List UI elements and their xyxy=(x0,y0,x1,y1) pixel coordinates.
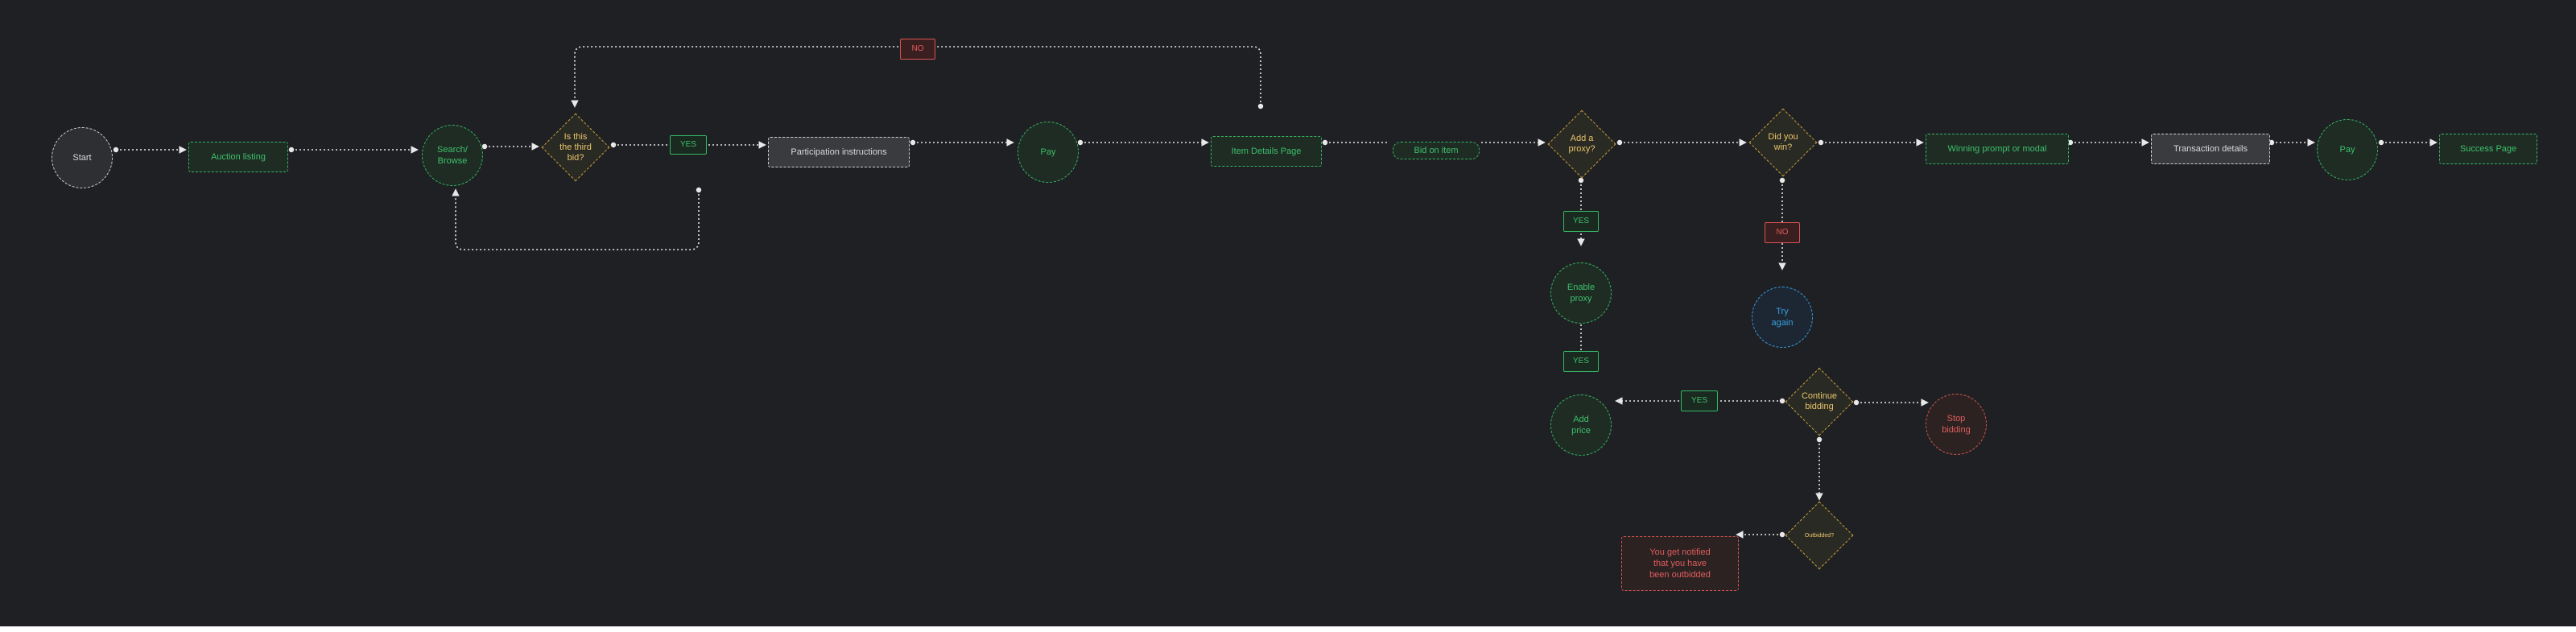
enable-proxy-node: Enable proxy xyxy=(1550,262,1612,324)
enable-proxy-label: Enable proxy xyxy=(1567,283,1596,304)
third-bid-label: Is this the third bid? xyxy=(559,131,592,163)
try-again-label: Try again xyxy=(1771,307,1794,328)
yes-tag-continue-label: YES xyxy=(1690,396,1707,405)
no-tag-third-bid: NO xyxy=(900,39,935,60)
try-again-node: Try again xyxy=(1752,287,1813,348)
search-browse-label: Search/ Browse xyxy=(437,145,468,166)
notified-outbidded-label: You get notified that you have been outb… xyxy=(1649,547,1711,580)
success-page-label: Success Page xyxy=(2459,144,2517,154)
no-tag-third-bid-label: NO xyxy=(911,44,924,53)
notified-outbidded-node: You get notified that you have been outb… xyxy=(1621,536,1739,591)
stop-bidding-label: Stop bidding xyxy=(1942,414,1971,435)
outbidded-label: Outbidded? xyxy=(1804,532,1835,539)
winning-prompt-node: Winning prompt or modal xyxy=(1926,134,2069,164)
pay-node-2: Pay xyxy=(2317,119,2378,180)
bid-on-item-label: Bid on item xyxy=(1414,146,1459,155)
yes-tag-proxy: YES xyxy=(1563,211,1599,232)
item-details-page-label: Item Details Page xyxy=(1231,147,1302,156)
auction-listing-label: Auction listing xyxy=(211,152,266,162)
yes-tag-enable: YES xyxy=(1563,351,1599,372)
did-you-win-label: Did you win? xyxy=(1768,132,1798,152)
pay-2-label: Pay xyxy=(2339,145,2355,155)
third-bid-decision: Is this the third bid? xyxy=(541,113,610,182)
add-proxy-label: Add a proxy? xyxy=(1568,134,1596,154)
search-browse-node: Search/ Browse xyxy=(422,125,483,186)
continue-bidding-decision: Continue bidding xyxy=(1785,367,1854,436)
canvas-bottom-edge xyxy=(0,626,2576,632)
yes-tag-third-bid-label: YES xyxy=(679,140,696,149)
start-label: Start xyxy=(72,153,92,163)
auction-listing-node: Auction listing xyxy=(188,142,288,172)
yes-tag-continue: YES xyxy=(1681,390,1718,411)
pay-1-label: Pay xyxy=(1040,147,1056,157)
stop-bidding-node: Stop bidding xyxy=(1926,394,1987,455)
edge-loop-bottom xyxy=(452,187,702,250)
no-tag-win: NO xyxy=(1765,222,1800,243)
add-proxy-decision: Add a proxy? xyxy=(1547,109,1616,179)
start-node: Start xyxy=(52,127,113,188)
item-details-page-node: Item Details Page xyxy=(1211,136,1322,167)
did-you-win-decision: Did you win? xyxy=(1748,108,1818,177)
yes-tag-proxy-label: YES xyxy=(1572,217,1589,225)
pay-node-1: Pay xyxy=(1018,122,1079,183)
participation-instructions-label: Participation instructions xyxy=(791,147,887,157)
yes-tag-enable-label: YES xyxy=(1572,357,1589,366)
bid-on-item-node: Bid on item xyxy=(1393,142,1480,159)
success-page-node: Success Page xyxy=(2439,134,2537,164)
participation-instructions-node: Participation instructions xyxy=(768,137,910,167)
transaction-details-node: Transaction details xyxy=(2151,134,2270,164)
yes-tag-third-bid: YES xyxy=(670,135,707,155)
winning-prompt-label: Winning prompt or modal xyxy=(1947,144,2047,154)
add-price-label: Add price xyxy=(1571,415,1591,436)
outbidded-decision: Outbidded? xyxy=(1785,501,1854,570)
continue-bidding-label: Continue bidding xyxy=(1801,391,1838,411)
transaction-details-label: Transaction details xyxy=(2174,144,2248,154)
add-price-node: Add price xyxy=(1550,394,1612,456)
no-tag-win-label: NO xyxy=(1776,228,1789,237)
